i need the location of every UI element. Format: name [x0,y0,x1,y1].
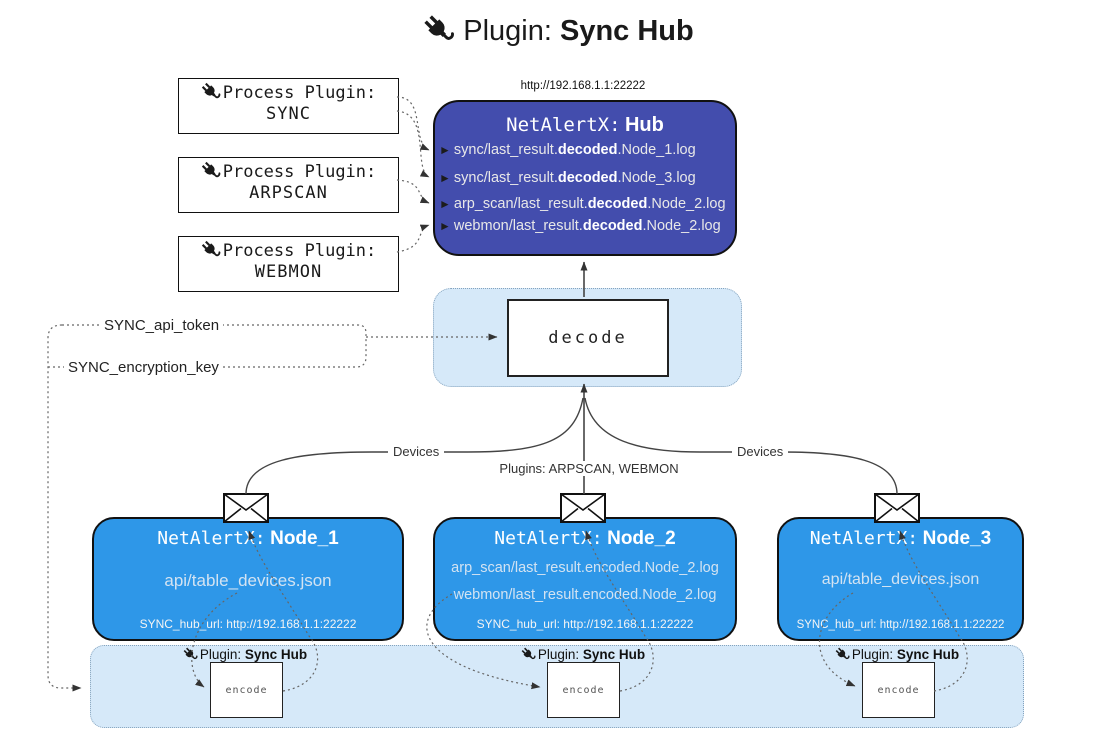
process-plugin-name: WEBMON [254,262,323,282]
encode-box: encode [547,662,620,718]
hub-log-text: webmon/last_result. [453,218,583,234]
process-plugin-name: ARPSCAN [249,183,328,203]
node-3-box: NetAlertX: Node_3 api/table_devices.json… [777,517,1024,641]
envelope-icon [560,493,606,523]
node-log: api/table_devices.json [821,571,980,588]
hub-title-prefix: NetAlertX: [506,114,621,136]
encoder-label: Plugin: Sync Hub [150,647,340,662]
hub-log-row: ►webmon/last_result.decoded.Node_2.log [439,218,733,236]
node-title-prefix: NetAlertX: [809,528,919,549]
hub-log-row: ►arp_scan/last_result.decoded.Node_2.log [439,196,733,214]
hub-log-text: sync/last_result. [453,170,558,186]
edge-label-devices-left: Devices [388,444,445,459]
node-log: webmon/last_result.encoded.Node_2.log [453,587,717,603]
encoder-label-name: Sync Hub [582,647,646,662]
encoder-label-name: Sync Hub [244,647,308,662]
edge-sync-to-hub-2 [396,110,430,178]
process-plugin-label: Process Plugin: [222,83,377,103]
process-plugin-label: Process Plugin: [222,162,377,182]
plug-icon [182,647,198,662]
edge-webmon-to-hub [396,224,430,253]
edge-label-devices-right: Devices [732,444,789,459]
hub-log-text: .Node_1.log [617,142,696,158]
edge-label-plugins: Plugins: ARPSCAN, WEBMON [484,461,694,476]
node-title-prefix: NetAlertX: [494,528,603,549]
node-1-box: NetAlertX: Node_1 api/table_devices.json… [92,517,404,641]
node-hub-url: SYNC_hub_url: http://192.168.1.1:22222 [139,617,357,631]
hub-log-bold: decoded [582,218,643,234]
process-plugin-label: Process Plugin: [222,241,377,261]
hub-log-bold: decoded [557,142,618,158]
hub-log-row: ►sync/last_result.decoded.Node_1.log [439,142,733,160]
hub-log-text: .Node_3.log [617,170,696,186]
envelope-icon [223,493,269,523]
edge-arpscan-to-hub [396,179,430,204]
row-marker-icon: ► [439,219,451,233]
page-title-prefix: Plugin: [463,15,552,47]
envelope-icon [874,493,920,523]
edge-sync-to-hub-1 [396,96,430,151]
hub-log-row: ►sync/last_result.decoded.Node_3.log [439,170,733,188]
plug-icon [834,647,850,662]
plug-icon [200,240,221,260]
plug-icon [520,647,536,662]
hub-title-name: Hub [624,114,664,136]
page-title: Plugin: Sync Hub [0,14,1117,48]
encoder-label-prefix: Plugin: [851,647,894,662]
sync-encryption-key-label: SYNC_encryption_key [64,359,223,376]
sync-api-token-label: SYNC_api_token [100,317,224,334]
hub-log-text: .Node_2.log [642,218,721,234]
hub-log-text: sync/last_result. [453,142,558,158]
node-2-box: NetAlertX: Node_2 arp_scan/last_result.e… [433,517,737,641]
node-log: api/table_devices.json [164,571,332,590]
row-marker-icon: ► [439,171,451,185]
row-marker-icon: ► [439,197,451,211]
encoder-label-name: Sync Hub [896,647,960,662]
hub-url-label: http://192.168.1.1:22222 [520,80,646,92]
node-title-name: Node_3 [922,528,992,549]
hub-box: NetAlertX: Hub ►sync/last_result.decoded… [433,100,737,256]
node-title: NetAlertX: Node_2 [435,528,735,550]
hub-log-bold: decoded [587,196,648,212]
hub-title: NetAlertX: Hub [435,114,735,137]
node-log: arp_scan/last_result.encoded.Node_2.log [451,560,719,576]
encoder-label: Plugin: Sync Hub [488,647,678,662]
hub-log-text: arp_scan/last_result. [453,196,588,212]
encoder-label: Plugin: Sync Hub [802,647,992,662]
edge-tokens-to-encoders [47,324,82,692]
hub-log-text: .Node_2.log [647,196,726,212]
node-hub-url: SYNC_hub_url: http://192.168.1.1:22222 [796,619,1005,631]
node-title: NetAlertX: Node_3 [779,528,1022,550]
decode-box: decode [507,299,669,377]
plug-icon [423,14,456,46]
encoder-label-prefix: Plugin: [199,647,242,662]
encode-box: encode [862,662,935,718]
hub-log-bold: decoded [557,170,618,186]
process-plugin-name: SYNC [266,104,311,124]
node-hub-url: SYNC_hub_url: http://192.168.1.1:22222 [476,617,694,631]
process-plugin-webmon: Process Plugin: WEBMON [178,236,399,292]
process-plugin-arpscan: Process Plugin: ARPSCAN [178,157,399,213]
node-title-name: Node_1 [270,528,339,549]
node-title-name: Node_2 [607,528,676,549]
encode-box: encode [210,662,283,718]
encoder-label-prefix: Plugin: [537,647,580,662]
plug-icon [200,161,221,181]
node-title: NetAlertX: Node_1 [94,528,402,550]
plug-icon [200,82,221,102]
row-marker-icon: ► [439,143,451,157]
page-title-name: Sync Hub [559,15,694,47]
node-title-prefix: NetAlertX: [157,528,266,549]
process-plugin-sync: Process Plugin: SYNC [178,78,399,134]
